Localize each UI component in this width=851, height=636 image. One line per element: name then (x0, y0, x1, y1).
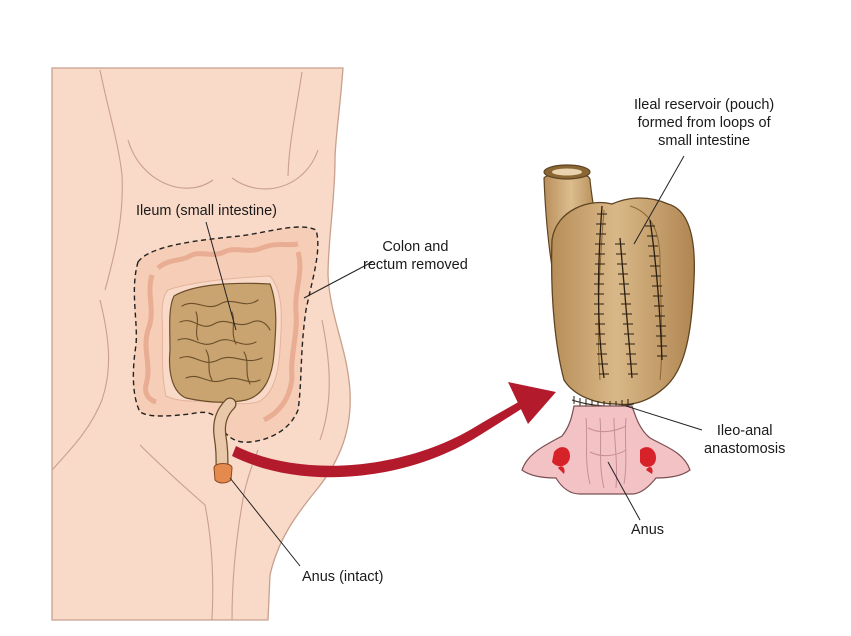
pouch-body (550, 197, 696, 406)
anal-canal (521, 405, 691, 495)
torso-contour-right (287, 71, 303, 177)
torso-contour-left (99, 69, 123, 291)
colon-haustra-left (143, 274, 157, 405)
sphincter-accent-right (646, 467, 653, 474)
label-colon-removed: Colon and rectum removed (363, 239, 468, 273)
anus-intact-shape (213, 463, 233, 484)
pouch-suture-ticks-3 (645, 225, 667, 357)
pouch-suture-ticks-1 (594, 213, 609, 375)
leader-colon (303, 261, 373, 299)
hip-right (319, 319, 330, 441)
ileum-tube-down-fill (214, 398, 236, 472)
label-ileo-anal-anastomosis: Ileo-anal anastomosis (704, 423, 786, 457)
pelvic-floor-tissue (521, 405, 691, 495)
pouch-suture-line-1 (597, 205, 605, 379)
small-intestine (168, 282, 277, 403)
leader-ileum (205, 221, 237, 331)
breast-left (127, 139, 214, 189)
small-intestine-loops (177, 299, 271, 385)
colon-haustra-right (262, 251, 303, 423)
groin-left (139, 444, 214, 621)
arrow-head (508, 382, 556, 424)
pouch-suture-line-2 (619, 237, 633, 379)
label-anus: Anus (631, 522, 665, 538)
label-ileal-reservoir: Ileal reservoir (pouch) formed from loop… (634, 97, 775, 149)
label-anus-intact: Anus (intact) (302, 569, 384, 585)
colon-haustra-top (156, 241, 299, 271)
leader-lines (205, 155, 703, 567)
transition-arrow (232, 382, 556, 478)
groin-right (231, 449, 259, 621)
anal-canal-inner-folds (585, 417, 627, 489)
label-ileum: Ileum (small intestine) (136, 203, 278, 219)
breast-right (231, 149, 319, 190)
leader-anus-intact (229, 477, 301, 567)
ileal-pouch (543, 164, 696, 409)
sphincter-accent-left (558, 466, 565, 474)
arrow-shaft (232, 400, 526, 478)
sphincter-muscle-left (552, 447, 570, 467)
leader-anastomosis (625, 405, 703, 431)
hip-left (51, 299, 110, 471)
small-intestine-mass (168, 282, 277, 403)
pouch-inlet-lumen (552, 168, 582, 176)
pouch-suture-ticks-2 (615, 243, 638, 375)
leader-reservoir (633, 155, 685, 245)
sphincter-muscle-right (640, 447, 656, 467)
leader-anus (607, 461, 641, 521)
